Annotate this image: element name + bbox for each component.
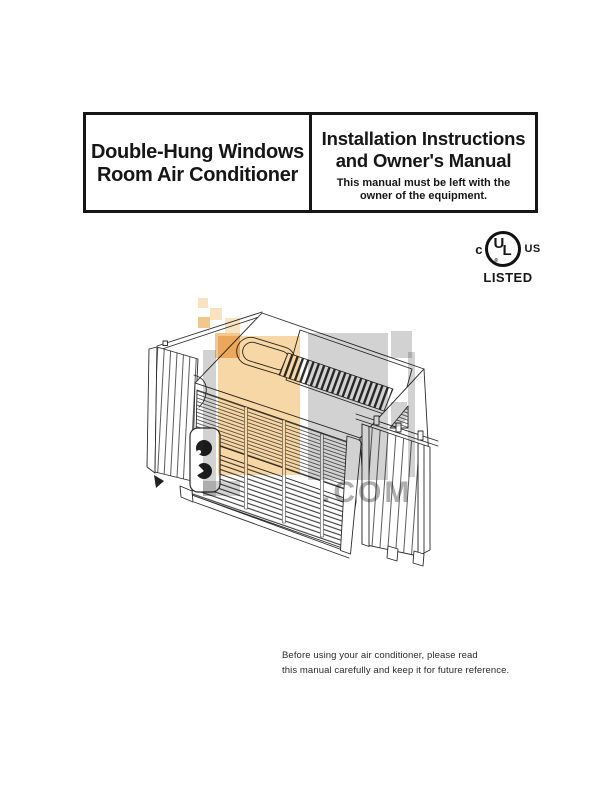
left-curtain <box>146 346 199 488</box>
product-title-line2: Room Air Conditioner <box>96 164 299 186</box>
base-rail <box>179 485 350 559</box>
ul-monogram-u: U <box>493 235 505 252</box>
manual-title: Installation Instructions and Owner's Ma… <box>312 128 535 172</box>
header-box: Double-Hung Windows Room Air Conditioner… <box>83 112 538 213</box>
footer-note: Before using your air conditioner, pleas… <box>282 648 509 678</box>
right-curtain <box>361 423 431 567</box>
ac-illustration: .COM <box>140 295 462 580</box>
manual-title-cell: Installation Instructions and Owner's Ma… <box>312 115 535 210</box>
left-curtain-rail <box>156 311 263 351</box>
ul-listed-mark: c U L ® US LISTED <box>470 231 546 285</box>
ul-us-label: US <box>524 243 541 255</box>
manual-title-line1: Installation Instructions <box>321 128 526 149</box>
manual-title-line2: and Owner's Manual <box>335 150 512 171</box>
ac-line-drawing <box>146 311 439 567</box>
product-title: Double-Hung Windows Room Air Conditioner <box>86 141 309 187</box>
ul-listed-label: LISTED <box>483 270 533 285</box>
product-title-cell: Double-Hung Windows Room Air Conditioner <box>86 115 312 210</box>
thermostat-knob <box>196 440 212 456</box>
manual-note: This manual must be left with the owner … <box>312 177 535 203</box>
registered-symbol: ® <box>494 258 499 264</box>
ul-circle-icon: U L ® <box>485 231 522 267</box>
footer-note-line1: Before using your air conditioner, pleas… <box>282 650 478 661</box>
manual-note-line2: owner of the equipment. <box>359 190 488 202</box>
product-title-line1: Double-Hung Windows <box>91 141 304 163</box>
manual-note-line1: This manual must be left with the <box>336 177 511 189</box>
ul-monogram-l: L <box>502 242 512 259</box>
control-panel <box>189 427 221 493</box>
ul-canada-label: c <box>475 241 483 257</box>
footer-note-line2: this manual carefully and keep it for fu… <box>282 665 510 676</box>
